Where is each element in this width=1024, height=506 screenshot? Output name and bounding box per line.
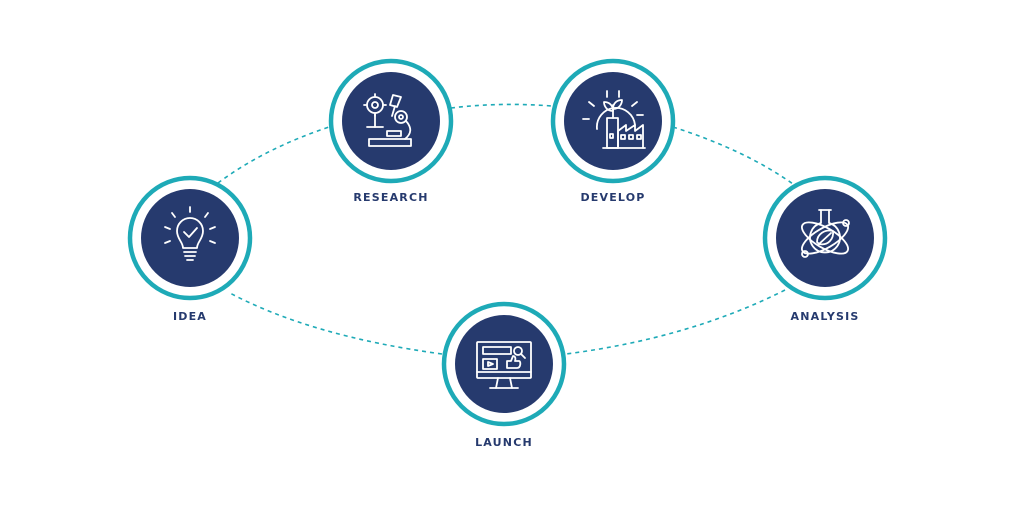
connector-research-develop — [450, 103, 553, 109]
microscope-icon — [363, 93, 412, 147]
connector-analysis-launch — [565, 289, 786, 355]
node-disc — [141, 189, 239, 287]
node-disc — [564, 72, 662, 170]
node-idea: IDEA — [127, 175, 253, 323]
node-develop: DEVELOP — [550, 58, 676, 204]
lightbulb-check-icon — [164, 206, 216, 261]
gear-factory-icon — [582, 90, 646, 149]
node-research: RESEARCH — [328, 58, 454, 204]
connector-launch-idea — [227, 291, 443, 355]
node-label-develop: DEVELOP — [580, 191, 645, 204]
node-label-launch: LAUNCH — [475, 436, 533, 449]
node-label-idea: IDEA — [173, 310, 207, 323]
monitor-video-icon — [476, 341, 532, 389]
flask-atom-icon — [801, 209, 850, 258]
node-analysis: ANALYSIS — [762, 175, 888, 323]
cycle-connectors — [217, 103, 794, 355]
node-launch: LAUNCH — [441, 301, 567, 449]
node-label-research: RESEARCH — [353, 191, 428, 204]
node-disc — [342, 72, 440, 170]
node-label-analysis: ANALYSIS — [790, 310, 859, 323]
connector-develop-analysis — [672, 126, 794, 185]
node-disc — [455, 315, 553, 413]
connector-idea-research — [217, 125, 333, 184]
